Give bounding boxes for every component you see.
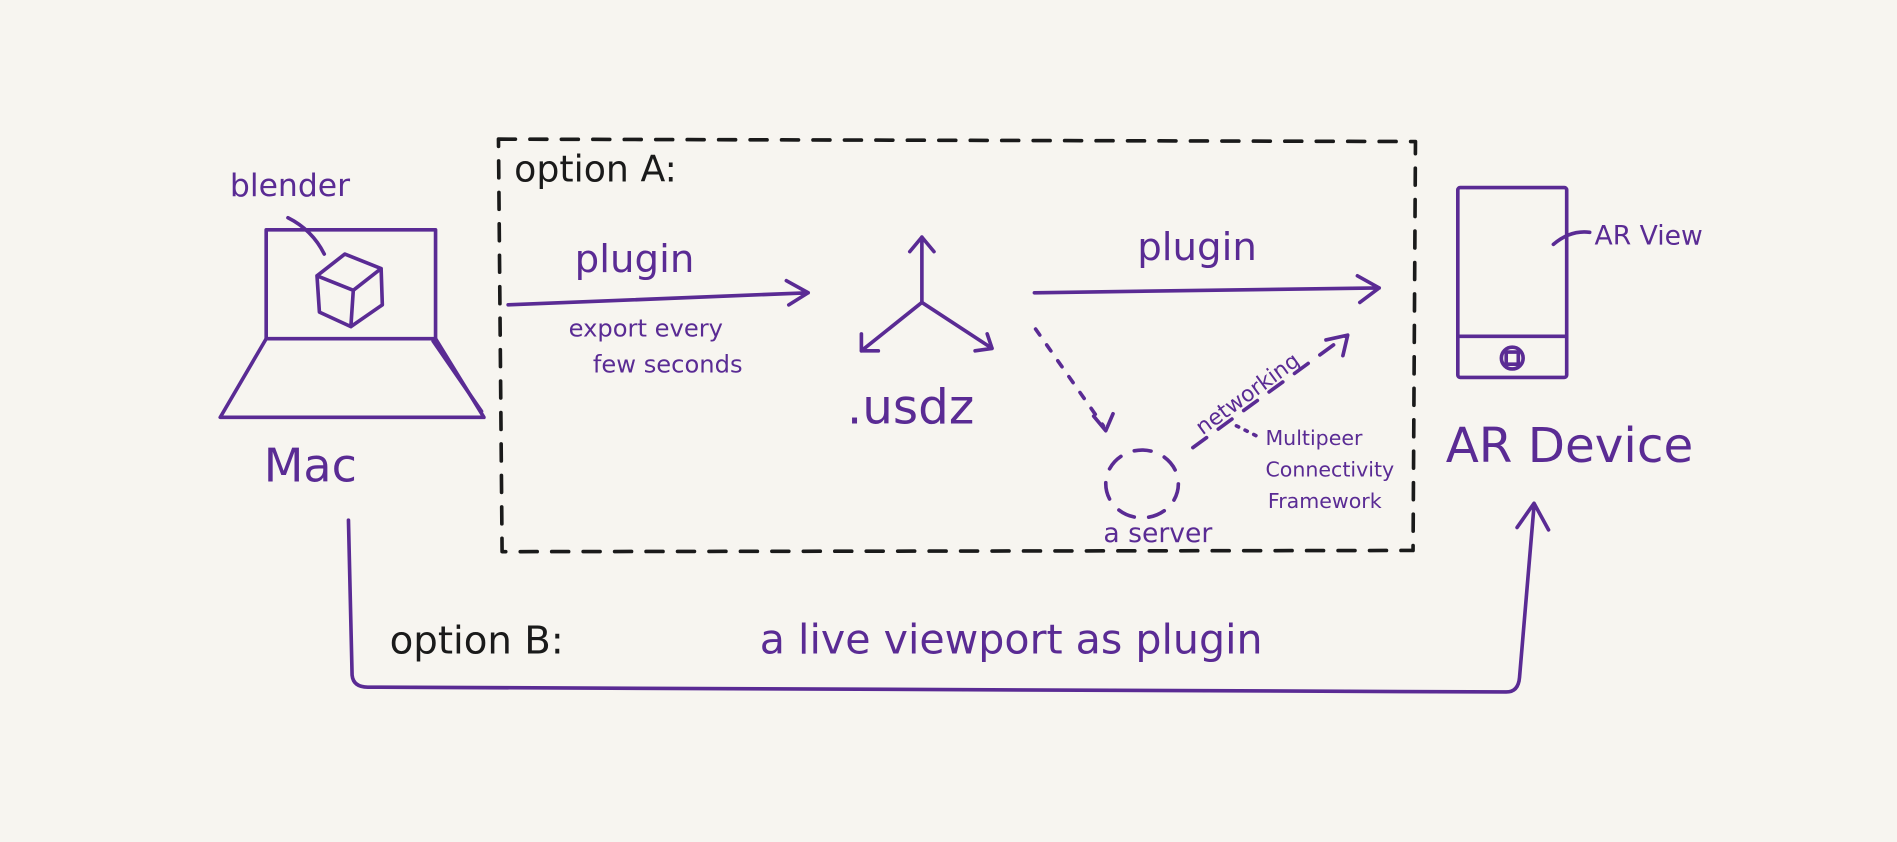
framework-pointer — [1234, 424, 1263, 440]
mac-label: Mac — [264, 438, 357, 492]
networking-dashed-arrow — [1191, 334, 1348, 450]
laptop-icon — [218, 228, 486, 420]
option-b-label: option B: — [390, 618, 564, 663]
framework-line3: Framework — [1268, 489, 1382, 513]
blender-label: blender — [230, 168, 350, 204]
option-a-label: option A: — [514, 147, 677, 190]
option-b-description: a live viewport as plugin — [760, 615, 1263, 663]
framework-line2: Connectivity — [1265, 458, 1394, 482]
transfer-arrow — [1032, 274, 1381, 305]
export-note-line1: export every — [569, 314, 723, 342]
networking-arrowhead — [1324, 333, 1350, 358]
transfer-plugin-label: plugin — [1137, 225, 1257, 270]
to-server-dashed-arrow — [1033, 327, 1106, 428]
to-server-arrowhead — [1091, 411, 1115, 433]
export-arrow — [506, 278, 810, 307]
phone-icon — [1455, 185, 1569, 380]
server-label: a server — [1103, 518, 1212, 549]
option-b-arrow — [346, 501, 1551, 694]
export-note-line2: few seconds — [593, 351, 743, 379]
ar-view-pointer — [1551, 230, 1592, 247]
blender-pointer-line — [286, 215, 327, 256]
axes-icon — [859, 235, 994, 353]
framework-line1: Multipeer — [1265, 426, 1363, 450]
usdz-label: .usdz — [847, 379, 974, 435]
cube-icon — [315, 252, 385, 329]
export-plugin-label: plugin — [575, 237, 695, 282]
option-a-boundary — [496, 137, 1418, 554]
ar-view-label: AR View — [1595, 220, 1703, 251]
ar-device-label: AR Device — [1446, 418, 1694, 474]
server-circle — [1103, 448, 1181, 520]
